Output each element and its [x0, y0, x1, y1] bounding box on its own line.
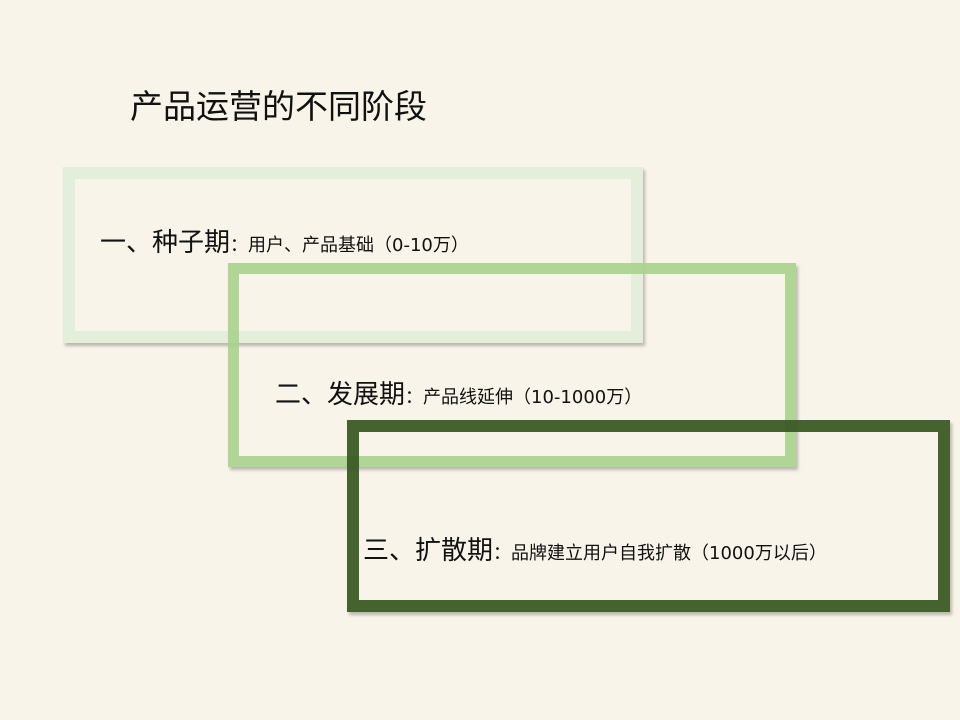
stage-box-growth — [228, 263, 796, 467]
stage-heading: 一、种子期 — [100, 228, 231, 258]
stage-description: ：品牌建立用户自我扩散（1000万以后） — [493, 543, 827, 564]
stage-description: ：用户、产品基础（0-10万） — [230, 235, 469, 256]
stage-description: ：产品线延伸（10-1000万） — [405, 387, 643, 408]
stage-box-expansion — [347, 420, 950, 612]
stage-box-seed — [63, 167, 643, 343]
stage-seed: 一、种子期 ：用户、产品基础（0-10万） — [100, 222, 469, 259]
slide-title: 产品运营的不同阶段 — [130, 87, 427, 126]
stage-heading: 三、扩散期 — [363, 536, 494, 566]
stage-heading: 二、发展期 — [275, 380, 406, 410]
stage-growth: 二、发展期 ：产品线延伸（10-1000万） — [275, 374, 642, 411]
stage-expansion: 三、扩散期 ：品牌建立用户自我扩散（1000万以后） — [363, 530, 827, 567]
